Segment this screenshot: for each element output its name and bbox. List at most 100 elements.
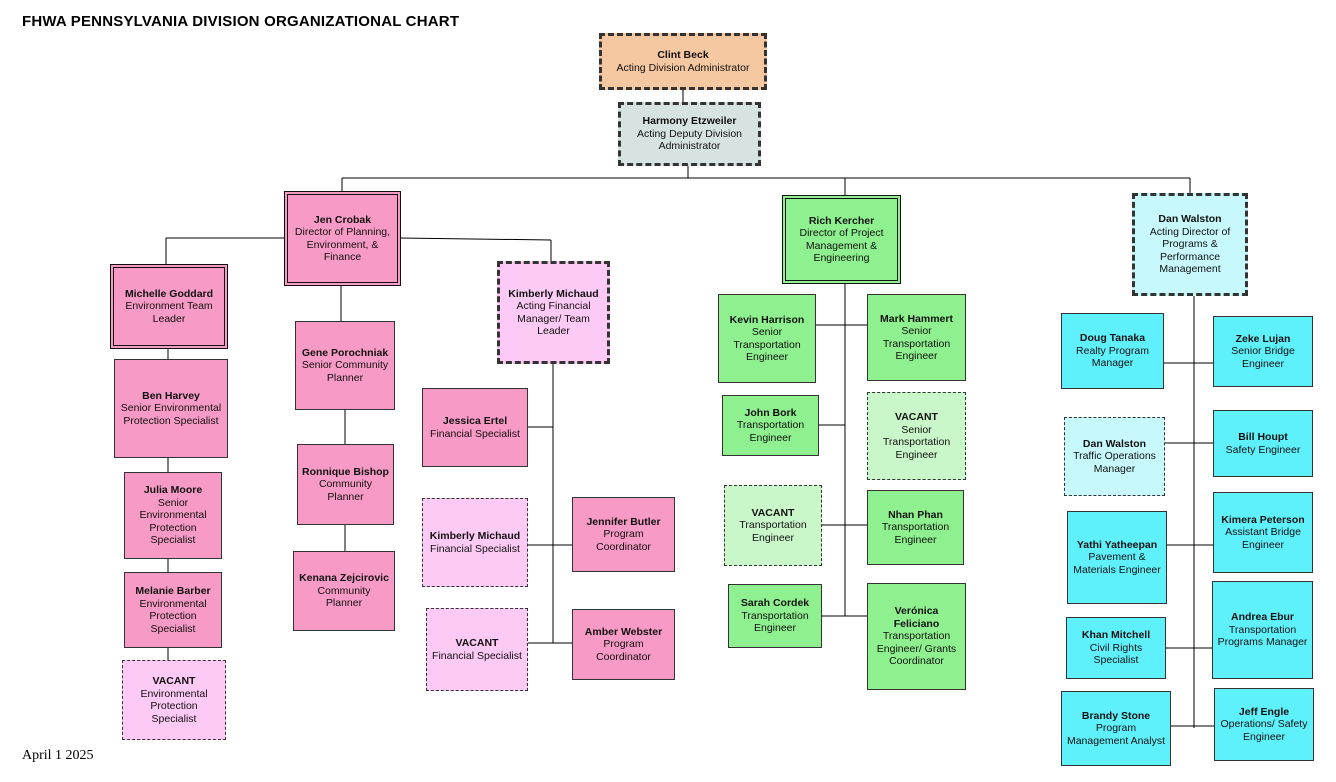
box-name: Jessica Ertel <box>442 415 508 427</box>
box-name: Jen Crobak <box>313 213 372 226</box>
box-role: Program Coordinator <box>596 638 651 663</box>
box-name: Yathi Yatheepan <box>1076 538 1158 551</box>
box-name: VACANT <box>895 411 938 423</box>
box-name: Jeff Engle <box>1238 705 1290 718</box>
box-name: Rich Kercher <box>808 214 875 227</box>
box-name: Kimberly Michaud <box>429 530 521 542</box>
box-jeff-engle: Jeff Engle Operations/ Safety Engineer <box>1214 688 1314 761</box>
box-name: Julia Moore <box>143 484 203 497</box>
box-role: Assistant Bridge Engineer <box>1225 526 1301 551</box>
box-name: John Bork <box>744 406 797 419</box>
box-role: Environmental Protection Specialist <box>139 597 207 635</box>
box-role: Transportation Engineer <box>741 609 809 635</box>
box-doug-tanaka: Doug Tanaka Realty Program Manager <box>1061 313 1164 389</box>
box-role: Realty Program Manager <box>1076 344 1149 370</box>
box-name: Gene Porochniak <box>301 346 389 359</box>
box-kimera-peterson: Kimera Peterson Assistant Bridge Enginee… <box>1213 492 1313 573</box>
box-amber-webster: Amber Webster Program Coordinator <box>572 609 675 680</box>
box-role: Transportation Programs Manager <box>1217 623 1308 649</box>
box-role: Director of Project Management & Enginee… <box>799 227 884 264</box>
box-role: Director of Planning, Environment, & Fin… <box>294 226 391 263</box>
box-name: Brandy Stone <box>1081 709 1151 722</box>
box-name: Kimberly Michaud <box>508 287 599 300</box>
box-veronica-feliciano: Verónica Feliciano Transportation Engine… <box>867 583 966 690</box>
box-name: Bill Houpt <box>1238 431 1288 443</box>
box-role: Transportation Engineer <box>739 519 807 544</box>
box-jessica-ertel: Jessica Ertel Financial Specialist <box>422 388 528 467</box>
chart-title: FHWA PENNSYLVANIA DIVISION ORGANIZATIONA… <box>22 13 460 30</box>
box-jen-crobak: Jen Crobak Director of Planning, Environ… <box>284 191 401 286</box>
box-name: Ben Harvey <box>142 389 200 402</box>
box-role: Acting Director of Programs & Performanc… <box>1149 225 1231 276</box>
box-role: Pavement & Materials Engineer <box>1073 551 1161 576</box>
box-name: Mark Hammert <box>880 312 953 325</box>
box-clint-beck: Clint Beck Acting Division Administrator <box>599 33 767 90</box>
box-role: Senior Environmental Protection Speciali… <box>139 496 207 547</box>
box-name: Sarah Cordek <box>740 597 810 610</box>
box-name: Khan Mitchell <box>1081 629 1151 642</box>
box-melanie-barber: Melanie Barber Environmental Protection … <box>124 572 222 648</box>
box-ben-harvey: Ben Harvey Senior Environmental Protecti… <box>114 359 228 458</box>
box-vacant-engineer: VACANT Transportation Engineer <box>724 485 822 566</box>
box-harmony-etzweiler: Harmony Etzweiler Acting Deputy Division… <box>618 102 761 166</box>
box-role: Program Coordinator <box>596 528 651 553</box>
box-name: Kenana Zejcirovic <box>299 572 389 585</box>
box-role: Traffic Operations Manager <box>1073 450 1156 475</box>
box-role: Program Management Analyst <box>1066 722 1166 747</box>
box-role: Senior Transportation Engineer <box>882 423 951 461</box>
box-name: Andrea Ebur <box>1230 611 1294 624</box>
box-dan-walston-director: Dan Walston Acting Director of Programs … <box>1132 193 1248 296</box>
box-role: Senior Community Planner <box>301 359 389 384</box>
box-brandy-stone: Brandy Stone Program Management Analyst <box>1061 691 1171 766</box>
box-role: Transportation Engineer/ Grants Coordina… <box>876 630 957 668</box>
box-name: Verónica Feliciano <box>893 605 940 630</box>
box-role: Transportation Engineer <box>736 419 805 444</box>
box-role: Senior Transportation Engineer <box>882 325 951 362</box>
box-name: Jennifer Butler <box>586 515 661 528</box>
box-name: Kevin Harrison <box>729 313 805 326</box>
box-name: Nhan Phan <box>888 508 943 521</box>
box-role: Financial Specialist <box>430 427 520 440</box>
box-julia-moore: Julia Moore Senior Environmental Protect… <box>124 472 222 559</box>
box-name: Clint Beck <box>657 49 709 61</box>
box-gene-porochniak: Gene Porochniak Senior Community Planner <box>295 321 395 410</box>
box-khan-mitchell: Khan Mitchell Civil Rights Specialist <box>1066 617 1166 679</box>
box-bill-houpt: Bill Houpt Safety Engineer <box>1213 410 1313 477</box>
box-role: Senior Bridge Engineer <box>1231 345 1295 370</box>
box-name: Kimera Peterson <box>1221 513 1305 526</box>
box-role: Acting Division Administrator <box>616 61 750 74</box>
box-name: Ronnique Bishop <box>302 465 389 478</box>
box-ronnique-bishop: Ronnique Bishop Community Planner <box>297 444 394 525</box>
box-role: Community Planner <box>318 478 373 503</box>
box-role: Civil Rights Specialist <box>1089 641 1143 667</box>
box-name: VACANT <box>751 506 795 519</box>
box-role: Safety Engineer <box>1225 443 1301 456</box>
box-zeke-lujan: Zeke Lujan Senior Bridge Engineer <box>1213 316 1313 387</box>
box-kimberly-michaud-manager: Kimberly Michaud Acting Financial Manage… <box>497 261 610 364</box>
box-role: Community Planner <box>317 584 371 610</box>
box-name: Melanie Barber <box>135 585 211 597</box>
box-name: Michelle Goddard <box>124 287 214 300</box>
box-name: Harmony Etzweiler <box>642 115 737 128</box>
box-role: Transportation Engineer <box>881 521 950 546</box>
box-role: Operations/ Safety Engineer <box>1220 718 1308 743</box>
box-yathi-yatheepan: Yathi Yatheepan Pavement & Materials Eng… <box>1067 511 1167 604</box>
box-name: Amber Webster <box>584 625 663 638</box>
box-name: Dan Walston <box>1082 437 1147 450</box>
box-role: Environmental Protection Specialist <box>140 687 208 725</box>
box-name: Zeke Lujan <box>1235 332 1291 345</box>
box-name: VACANT <box>455 637 499 649</box>
box-nhan-phan: Nhan Phan Transportation Engineer <box>867 490 964 565</box>
box-andrea-ebur: Andrea Ebur Transportation Programs Mana… <box>1212 581 1313 679</box>
box-kenana-zejcirovic: Kenana Zejcirovic Community Planner <box>293 551 395 631</box>
box-sarah-cordek: Sarah Cordek Transportation Engineer <box>728 584 822 648</box>
chart-date: April 1 2025 <box>22 748 94 763</box>
box-role: Financial Specialist <box>430 542 520 555</box>
box-kevin-harrison: Kevin Harrison Senior Transportation Eng… <box>718 294 816 383</box>
box-jennifer-butler: Jennifer Butler Program Coordinator <box>572 497 675 572</box>
box-vacant-financial: VACANT Financial Specialist <box>426 608 528 691</box>
box-john-bork: John Bork Transportation Engineer <box>722 395 819 456</box>
box-vacant-environmental: VACANT Environmental Protection Speciali… <box>122 660 226 740</box>
box-role: Financial Specialist <box>432 649 522 662</box>
box-kimberly-michaud-specialist: Kimberly Michaud Financial Specialist <box>422 498 528 587</box>
